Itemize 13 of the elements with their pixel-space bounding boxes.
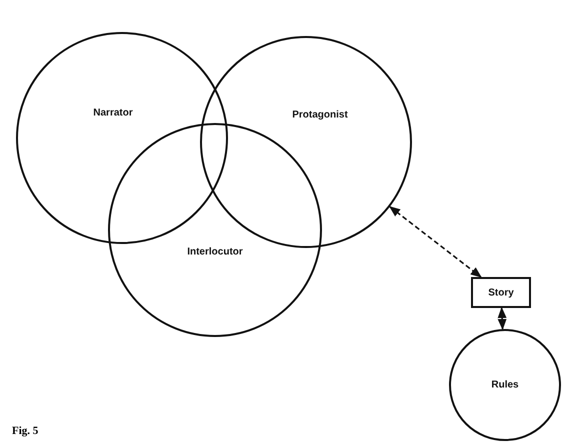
node-label: Interlocutor [187, 246, 243, 258]
circle [449, 329, 561, 441]
figure-caption: Fig. 5 [12, 425, 38, 437]
arrow [389, 206, 482, 278]
node-label: Protagonist [292, 110, 348, 120]
node-label: Rules [491, 380, 519, 390]
circle [200, 36, 412, 248]
node-label: Story [488, 287, 514, 298]
node-label: Narrator [93, 108, 133, 118]
circle [108, 123, 322, 337]
arrow [498, 306, 507, 330]
circle [16, 32, 228, 244]
box [471, 277, 531, 308]
